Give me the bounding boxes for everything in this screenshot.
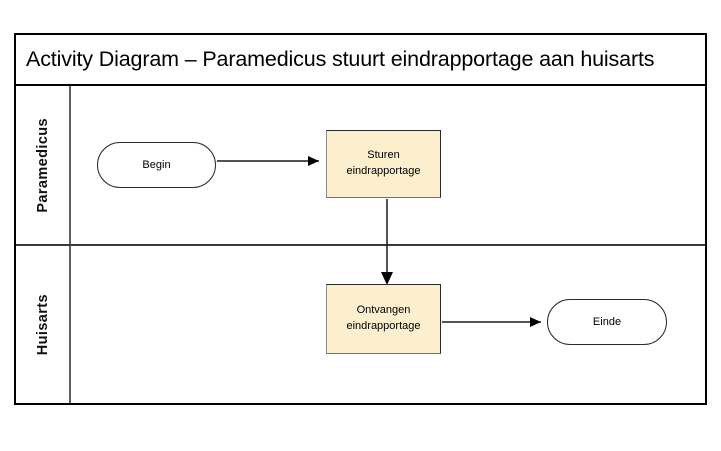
- edge-begin-sturen: [217, 156, 319, 166]
- node-ontvangen-label-line1: Ontvangen: [356, 304, 411, 317]
- page-title: Activity Diagram – Paramedicus stuurt ei…: [26, 46, 655, 71]
- swimlane-divider: [16, 244, 705, 246]
- edge-sturen-ontvangen: [381, 199, 393, 285]
- node-sturen-label-line2: eindrapportage: [346, 165, 421, 177]
- node-sturen-label-line1: Sturen: [367, 149, 400, 162]
- swimlane-label-paramedicus: Paramedicus: [16, 86, 69, 244]
- node-einde[interactable]: Einde: [547, 299, 667, 345]
- diagram-frame: Activity Diagram – Paramedicus stuurt ei…: [14, 33, 707, 405]
- swimlane-label-text: Paramedicus: [34, 117, 51, 213]
- node-begin-label: Begin: [142, 159, 171, 171]
- node-ontvangen-eindrapportage[interactable]: Ontvangen eindrapportage: [326, 284, 441, 354]
- node-ontvangen-label-line2: eindrapportage: [346, 320, 421, 332]
- diagram-title-bar: Activity Diagram – Paramedicus stuurt ei…: [16, 35, 705, 86]
- node-einde-label: Einde: [592, 316, 622, 328]
- edge-ontvangen-einde: [442, 317, 541, 327]
- node-begin[interactable]: Begin: [97, 142, 216, 188]
- swimlane-label-huisarts: Huisarts: [16, 246, 69, 403]
- node-ontvangen-label: Ontvangen eindrapportage: [346, 303, 420, 335]
- node-sturen-eindrapportage[interactable]: Sturen eindrapportage: [326, 130, 441, 198]
- node-sturen-label: Sturen eindrapportage: [346, 148, 420, 180]
- swimlane-label-text: Huisarts: [34, 293, 51, 356]
